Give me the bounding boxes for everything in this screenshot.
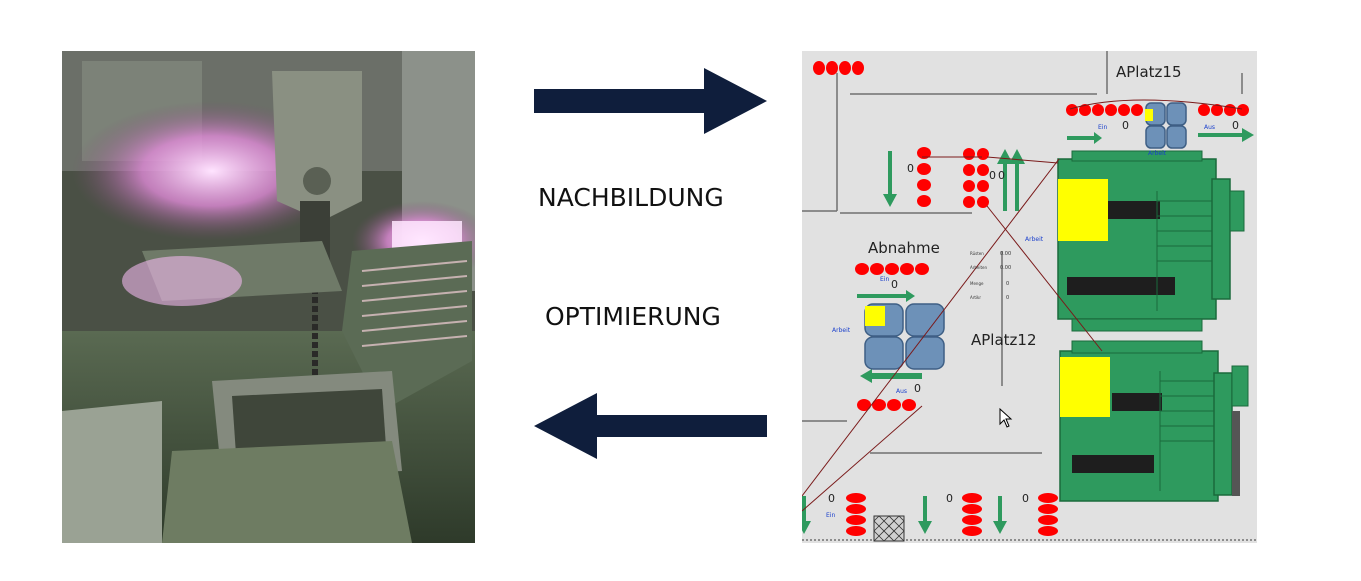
station-title-aplatz12: APlatz12 [971,331,1037,349]
counter-top-right: 0 [1232,119,1239,132]
info-value-3: 0 [1006,295,1010,301]
counter-aus-left: 0 [914,382,921,395]
simulation-model: APlatz15 APlatz12 Abnahme Ein Aus Arbeit… [802,51,1257,543]
counter-ein-left: 0 [891,278,898,291]
info-label-2: Menge [970,281,984,286]
machine-top [1057,150,1245,332]
label-arbeit-mid: Arbeit [1025,236,1044,243]
counter-bottom-c: 0 [1022,492,1029,505]
label-ein-top: Ein [1098,124,1108,131]
counter-bottom-a: 0 [828,492,835,505]
simulation-graphics [802,51,1257,542]
forward-arrow-icon [534,68,769,134]
info-label-3: Artikr [970,295,982,300]
machine-bottom [1059,340,1249,502]
counter-queue-left: 0 [907,162,914,175]
counter-bottom-b: 0 [946,492,953,505]
station-title-abnahme: Abnahme [868,239,940,257]
photo-illustration [62,51,475,543]
steel-mill-photo [62,51,475,543]
label-arbeit-top: Arbeit [1148,150,1167,157]
info-value-2: 0 [1006,281,1010,287]
backward-arrow-icon [534,393,769,459]
label-arbeit-left: Arbeit [832,327,851,334]
counter-queue-b: 0 [998,169,1005,182]
station-title-aplatz15: APlatz15 [1116,63,1182,81]
label-nachbildung: NACHBILDUNG [538,183,724,212]
info-label-0: Rüsten [970,251,984,256]
info-value-0: 0.00 [1000,251,1012,257]
label-aus-top: Aus [1204,124,1216,131]
label-ein-left: Ein [880,276,890,283]
label-aus-left: Aus [896,388,908,395]
info-label-1: Arbeiten [970,265,988,270]
label-ein-bottom: Ein [826,512,836,519]
counter-top-left: 0 [1122,119,1129,132]
label-optimierung: OPTIMIERUNG [545,302,721,331]
counter-queue-a: 0 [989,169,996,182]
info-value-1: 0.00 [1000,265,1012,271]
